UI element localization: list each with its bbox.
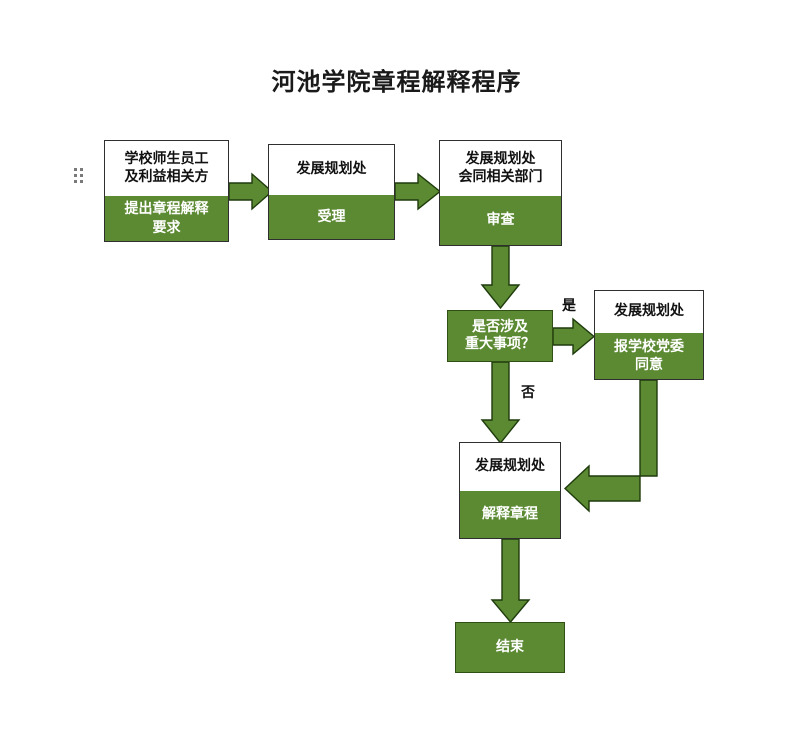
node-decision-text: 是否涉及 重大事项？ (465, 319, 535, 354)
node-applicant-header-line2: 及利益相关方 (124, 168, 209, 185)
node-party-approval-body-line1: 报学校党委 (614, 338, 684, 355)
node-review-body: 审查 (440, 196, 561, 245)
node-review-header-line1: 发展规划处 (465, 151, 536, 167)
node-interpret-header: 发展规划处 (460, 443, 560, 491)
node-party-approval-body-line2: 同意 (635, 357, 663, 373)
edge-label-yes: 是 (562, 298, 576, 314)
handle-dot (80, 180, 83, 183)
node-review[interactable]: 发展规划处 会同相关部门 审查 (439, 140, 562, 246)
handle-dot (74, 168, 77, 171)
node-accept-body: 受理 (269, 195, 394, 239)
node-accept-header: 发展规划处 (269, 145, 394, 195)
edge-applicant-to-accept (228, 172, 274, 211)
node-review-body-line1: 审查 (486, 212, 515, 229)
node-interpret[interactable]: 发展规划处 解释章程 (459, 442, 561, 539)
node-party-approval[interactable]: 发展规划处 报学校党委 同意 (594, 290, 704, 380)
node-applicant-body-line2: 要求 (152, 219, 181, 236)
handle-dot (74, 180, 77, 183)
node-applicant-header: 学校师生员工 及利益相关方 (105, 141, 228, 196)
node-decision-line1: 是否涉及 (472, 318, 528, 335)
handle-dot (74, 174, 77, 177)
edge-party-approval-to-interpret (563, 379, 658, 513)
edge-label-no: 否 (521, 385, 535, 401)
node-end-text: 结束 (496, 639, 524, 656)
node-end[interactable]: 结束 (455, 622, 565, 673)
page-title: 河池学院章程解释程序 (271, 67, 522, 96)
handle-dot (80, 174, 83, 177)
drag-handle-dots-icon[interactable] (74, 168, 83, 183)
edge-decision-to-interpret (480, 361, 521, 445)
node-applicant-header-line1: 学校师生员工 (124, 151, 209, 167)
node-applicant[interactable]: 学校师生员工 及利益相关方 提出章程解释 要求 (104, 140, 229, 242)
node-applicant-body: 提出章程解释 要求 (105, 196, 228, 241)
node-interpret-header-line1: 发展规划处 (475, 458, 545, 475)
node-party-approval-header-line1: 发展规划处 (614, 303, 684, 320)
node-party-approval-body: 报学校党委 同意 (595, 333, 703, 379)
handle-dot (80, 168, 83, 171)
node-party-approval-header: 发展规划处 (595, 291, 703, 333)
node-decision-line2: 重大事项？ (465, 336, 535, 352)
node-applicant-body-line1: 提出章程解释 (124, 201, 209, 218)
node-accept-header-line1: 发展规划处 (296, 161, 367, 178)
node-interpret-body: 解释章程 (460, 491, 560, 538)
node-interpret-body-line1: 解释章程 (482, 506, 538, 523)
edge-decision-to-party-approval (552, 317, 596, 356)
edge-interpret-to-end (490, 538, 531, 624)
node-review-header: 发展规划处 会同相关部门 (440, 141, 561, 196)
node-accept-body-line1: 受理 (317, 208, 346, 225)
node-review-header-line2: 会同相关部门 (458, 168, 543, 185)
node-accept[interactable]: 发展规划处 受理 (268, 144, 395, 240)
edge-accept-to-review (394, 172, 442, 211)
edge-review-to-decision (480, 245, 521, 310)
node-decision[interactable]: 是否涉及 重大事项？ (447, 310, 553, 362)
